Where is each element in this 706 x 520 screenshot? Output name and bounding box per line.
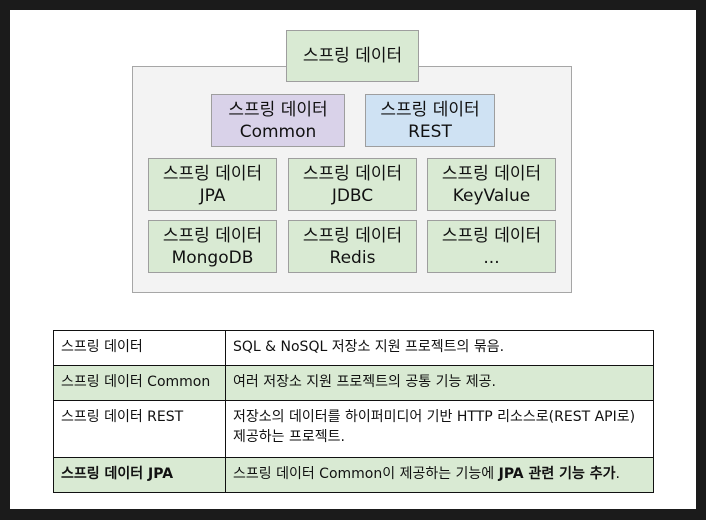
desc-bold-text: JPA 관련 기능 추가: [498, 466, 616, 482]
module-desc-cell: 여러 저장소 지원 프로젝트의 공통 기능 제공.: [225, 365, 654, 401]
spring-data-rest-box: 스프링 데이터 REST: [365, 94, 495, 147]
module-name-cell: 스프링 데이터 JPA: [53, 457, 226, 493]
box-label: 스프링 데이터: [441, 163, 542, 184]
description-table: 스프링 데이터 SQL & NoSQL 저장소 지원 프로젝트의 묶음. 스프링…: [53, 330, 654, 493]
module-desc-cell: SQL & NoSQL 저장소 지원 프로젝트의 묶음.: [225, 330, 654, 366]
table-row: 스프링 데이터 SQL & NoSQL 저장소 지원 프로젝트의 묶음.: [53, 330, 654, 366]
spring-data-common-box: 스프링 데이터 Common: [211, 94, 345, 147]
desc-end-text: .: [615, 466, 620, 482]
module-name-cell: 스프링 데이터 REST: [53, 400, 226, 458]
box-sublabel: ...: [483, 247, 500, 268]
box-sublabel: Common: [239, 121, 317, 142]
box-label: 스프링 데이터: [302, 225, 403, 246]
diagram-canvas: 스프링 데이터 스프링 데이터 Common 스프링 데이터 REST 스프링 …: [10, 10, 696, 509]
box-sublabel: Redis: [329, 247, 376, 268]
box-sublabel: JPA: [199, 185, 226, 206]
desc-text: 스프링 데이터 Common이 제공하는 기능에: [233, 466, 499, 482]
box-label: 스프링 데이터: [162, 163, 263, 184]
spring-data-jdbc-box: 스프링 데이터 JDBC: [288, 158, 417, 211]
box-label: 스프링 데이터: [302, 163, 403, 184]
module-name-cell: 스프링 데이터: [53, 330, 226, 366]
module-desc-cell: 스프링 데이터 Common이 제공하는 기능에 JPA 관련 기능 추가.: [225, 457, 654, 493]
box-label: 스프링 데이터: [302, 46, 403, 66]
spring-data-etc-box: 스프링 데이터 ...: [427, 220, 556, 273]
spring-data-jpa-box: 스프링 데이터 JPA: [148, 158, 277, 211]
box-sublabel: KeyValue: [452, 185, 531, 206]
spring-data-box: 스프링 데이터: [286, 30, 419, 82]
box-sublabel: REST: [408, 121, 452, 142]
box-sublabel: MongoDB: [171, 247, 254, 268]
table-row: 스프링 데이터 JPA 스프링 데이터 Common이 제공하는 기능에 JPA…: [53, 457, 654, 493]
table-row: 스프링 데이터 REST 저장소의 데이터를 하이퍼미디어 기반 HTTP 리소…: [53, 400, 654, 458]
table-row: 스프링 데이터 Common 여러 저장소 지원 프로젝트의 공통 기능 제공.: [53, 365, 654, 401]
box-label: 스프링 데이터: [228, 99, 328, 120]
box-label: 스프링 데이터: [380, 99, 480, 120]
spring-data-keyvalue-box: 스프링 데이터 KeyValue: [427, 158, 556, 211]
module-desc-cell: 저장소의 데이터를 하이퍼미디어 기반 HTTP 리소스로(REST API로)…: [225, 400, 654, 458]
spring-data-redis-box: 스프링 데이터 Redis: [288, 220, 417, 273]
module-name-cell: 스프링 데이터 Common: [53, 365, 226, 401]
box-label: 스프링 데이터: [441, 225, 542, 246]
spring-data-mongodb-box: 스프링 데이터 MongoDB: [148, 220, 277, 273]
box-label: 스프링 데이터: [162, 225, 263, 246]
box-sublabel: JDBC: [331, 185, 374, 206]
module-name-bold: 스프링 데이터 JPA: [61, 466, 174, 482]
